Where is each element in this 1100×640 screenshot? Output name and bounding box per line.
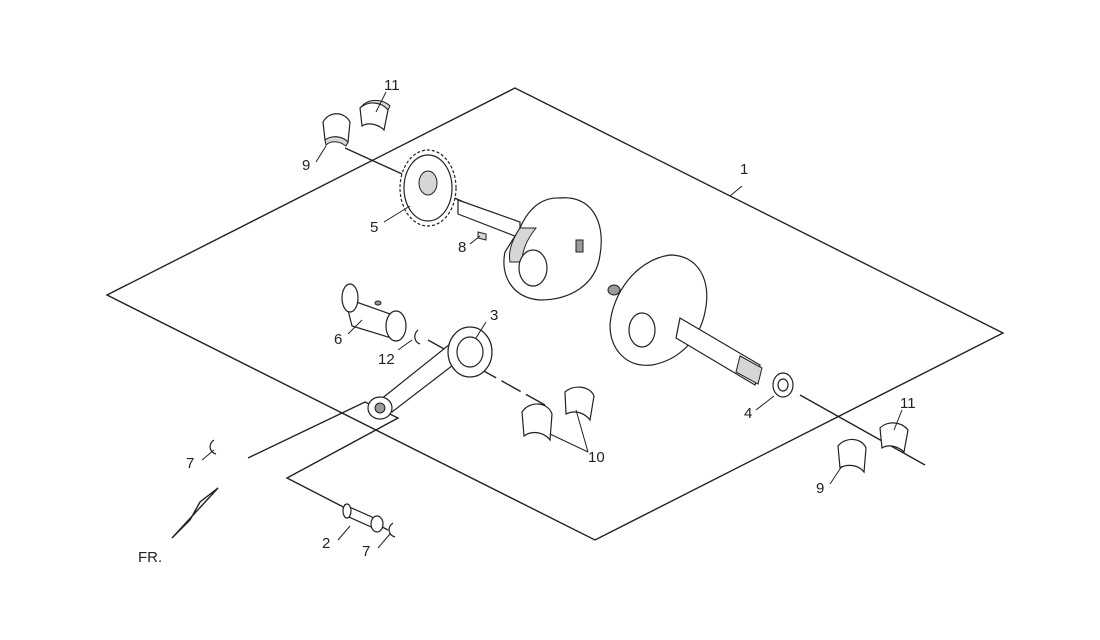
- leader-6: [347, 319, 363, 335]
- leader-7b: [377, 533, 391, 549]
- crank-axis-right: [799, 394, 926, 466]
- leader-10: [549, 409, 589, 453]
- direction-label: FR.: [138, 549, 162, 566]
- crankshaft-right-half: [609, 254, 763, 386]
- callout-7-lower: 7: [362, 543, 370, 560]
- crank-pin: [607, 284, 621, 296]
- leader-9a: [315, 145, 327, 163]
- connecting-rod-3: [367, 326, 493, 420]
- callout-9-lower: 9: [816, 480, 824, 497]
- leader-12: [397, 339, 413, 351]
- woodruff-key-8: [477, 231, 487, 241]
- washer-4: [772, 372, 794, 398]
- piston-pin-6: [341, 283, 407, 342]
- callout-11-lower: 11: [900, 395, 916, 412]
- circlip-7-upper: [209, 439, 217, 455]
- bearing-shells-10: [521, 386, 595, 442]
- leader-7a: [201, 449, 215, 461]
- callout-5: 5: [370, 219, 378, 236]
- callout-6: 6: [334, 331, 342, 348]
- callout-11-upper: 11: [384, 77, 400, 94]
- leader-4: [755, 395, 775, 411]
- rod-group-outline: [247, 401, 400, 531]
- bearing-shell-11-upper: [359, 99, 391, 132]
- leader-3: [475, 321, 487, 339]
- circlip-7-lower: [388, 522, 396, 538]
- callout-10: 10: [588, 449, 605, 466]
- leader-2: [337, 525, 351, 541]
- callout-12: 12: [378, 351, 395, 368]
- callout-9-upper: 9: [302, 157, 310, 174]
- assembly-outline: [105, 87, 1005, 541]
- rod-axis: [427, 339, 546, 406]
- callout-4: 4: [744, 405, 752, 422]
- callout-7-upper: 7: [186, 455, 194, 472]
- bearing-shell-9-lower: [837, 438, 867, 474]
- pin-2: [342, 503, 384, 533]
- bearing-shell-11-lower: [879, 422, 909, 454]
- crankshaft-left-half: [457, 197, 602, 301]
- callout-3: 3: [490, 307, 498, 324]
- leader-9b: [829, 465, 843, 485]
- front-direction-arrow: [171, 487, 219, 539]
- leader-8: [469, 235, 481, 245]
- timing-gear-5: [399, 149, 457, 227]
- leader-5: [383, 205, 411, 223]
- leader-11b: [893, 409, 903, 431]
- callout-2: 2: [322, 535, 330, 552]
- callout-8: 8: [458, 239, 466, 256]
- leader-11a: [375, 91, 387, 113]
- leader-1: [729, 185, 743, 197]
- callout-1: 1: [740, 161, 748, 178]
- bearing-shell-9-upper: [322, 113, 351, 147]
- circlip-12: [414, 329, 421, 345]
